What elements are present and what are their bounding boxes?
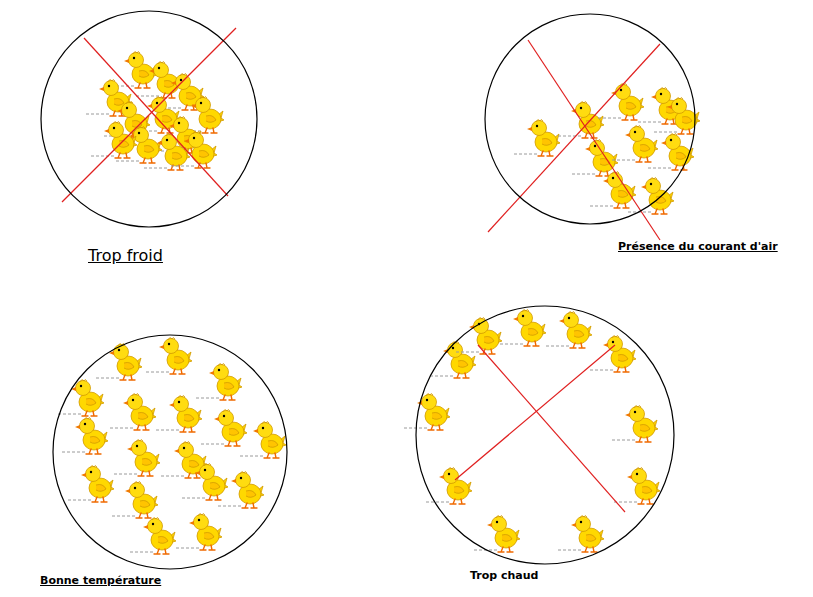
chick [91, 122, 137, 159]
chick [648, 134, 694, 171]
circle-outline [415, 305, 675, 565]
brooder-circle: Présence du courant d'air [484, 13, 696, 225]
chick [112, 482, 158, 519]
chick [111, 52, 157, 89]
chick [182, 464, 228, 501]
chick [240, 422, 286, 459]
condition-label: Présence du courant d'air [618, 240, 790, 254]
chick [612, 126, 658, 163]
chick [201, 410, 247, 447]
chick [146, 338, 192, 375]
chick [156, 396, 202, 433]
chick [558, 516, 604, 553]
chick [614, 468, 660, 505]
chick [114, 440, 160, 477]
circle-outline [52, 334, 288, 570]
condition-label: Trop froid [88, 246, 163, 266]
chick [612, 406, 658, 443]
chick [654, 98, 700, 135]
chick [96, 344, 142, 381]
chick [404, 394, 450, 431]
chick [572, 140, 618, 177]
circle-outline [484, 13, 696, 225]
chick [514, 120, 560, 157]
brooder-circle: Trop froid [40, 10, 258, 228]
chick [58, 380, 104, 417]
condition-label: Trop chaud [470, 569, 538, 583]
chick [171, 132, 217, 169]
chick [144, 134, 190, 171]
chick [62, 418, 108, 455]
chick [430, 342, 476, 379]
chick [590, 336, 636, 373]
chick [628, 178, 674, 215]
chick [176, 514, 222, 551]
chick [590, 172, 636, 209]
chick [130, 518, 176, 555]
chick [68, 466, 114, 503]
chick [218, 472, 264, 509]
chick [136, 62, 182, 99]
chick [500, 310, 546, 347]
brooder-circle: Bonne température [52, 334, 288, 570]
chick [546, 312, 592, 349]
chick [598, 84, 644, 121]
chick [196, 364, 242, 401]
circle-outline [40, 10, 258, 228]
brooder-circle: Trop chaud [415, 305, 675, 565]
condition-label: Bonne température [40, 574, 161, 588]
chick [110, 394, 156, 431]
